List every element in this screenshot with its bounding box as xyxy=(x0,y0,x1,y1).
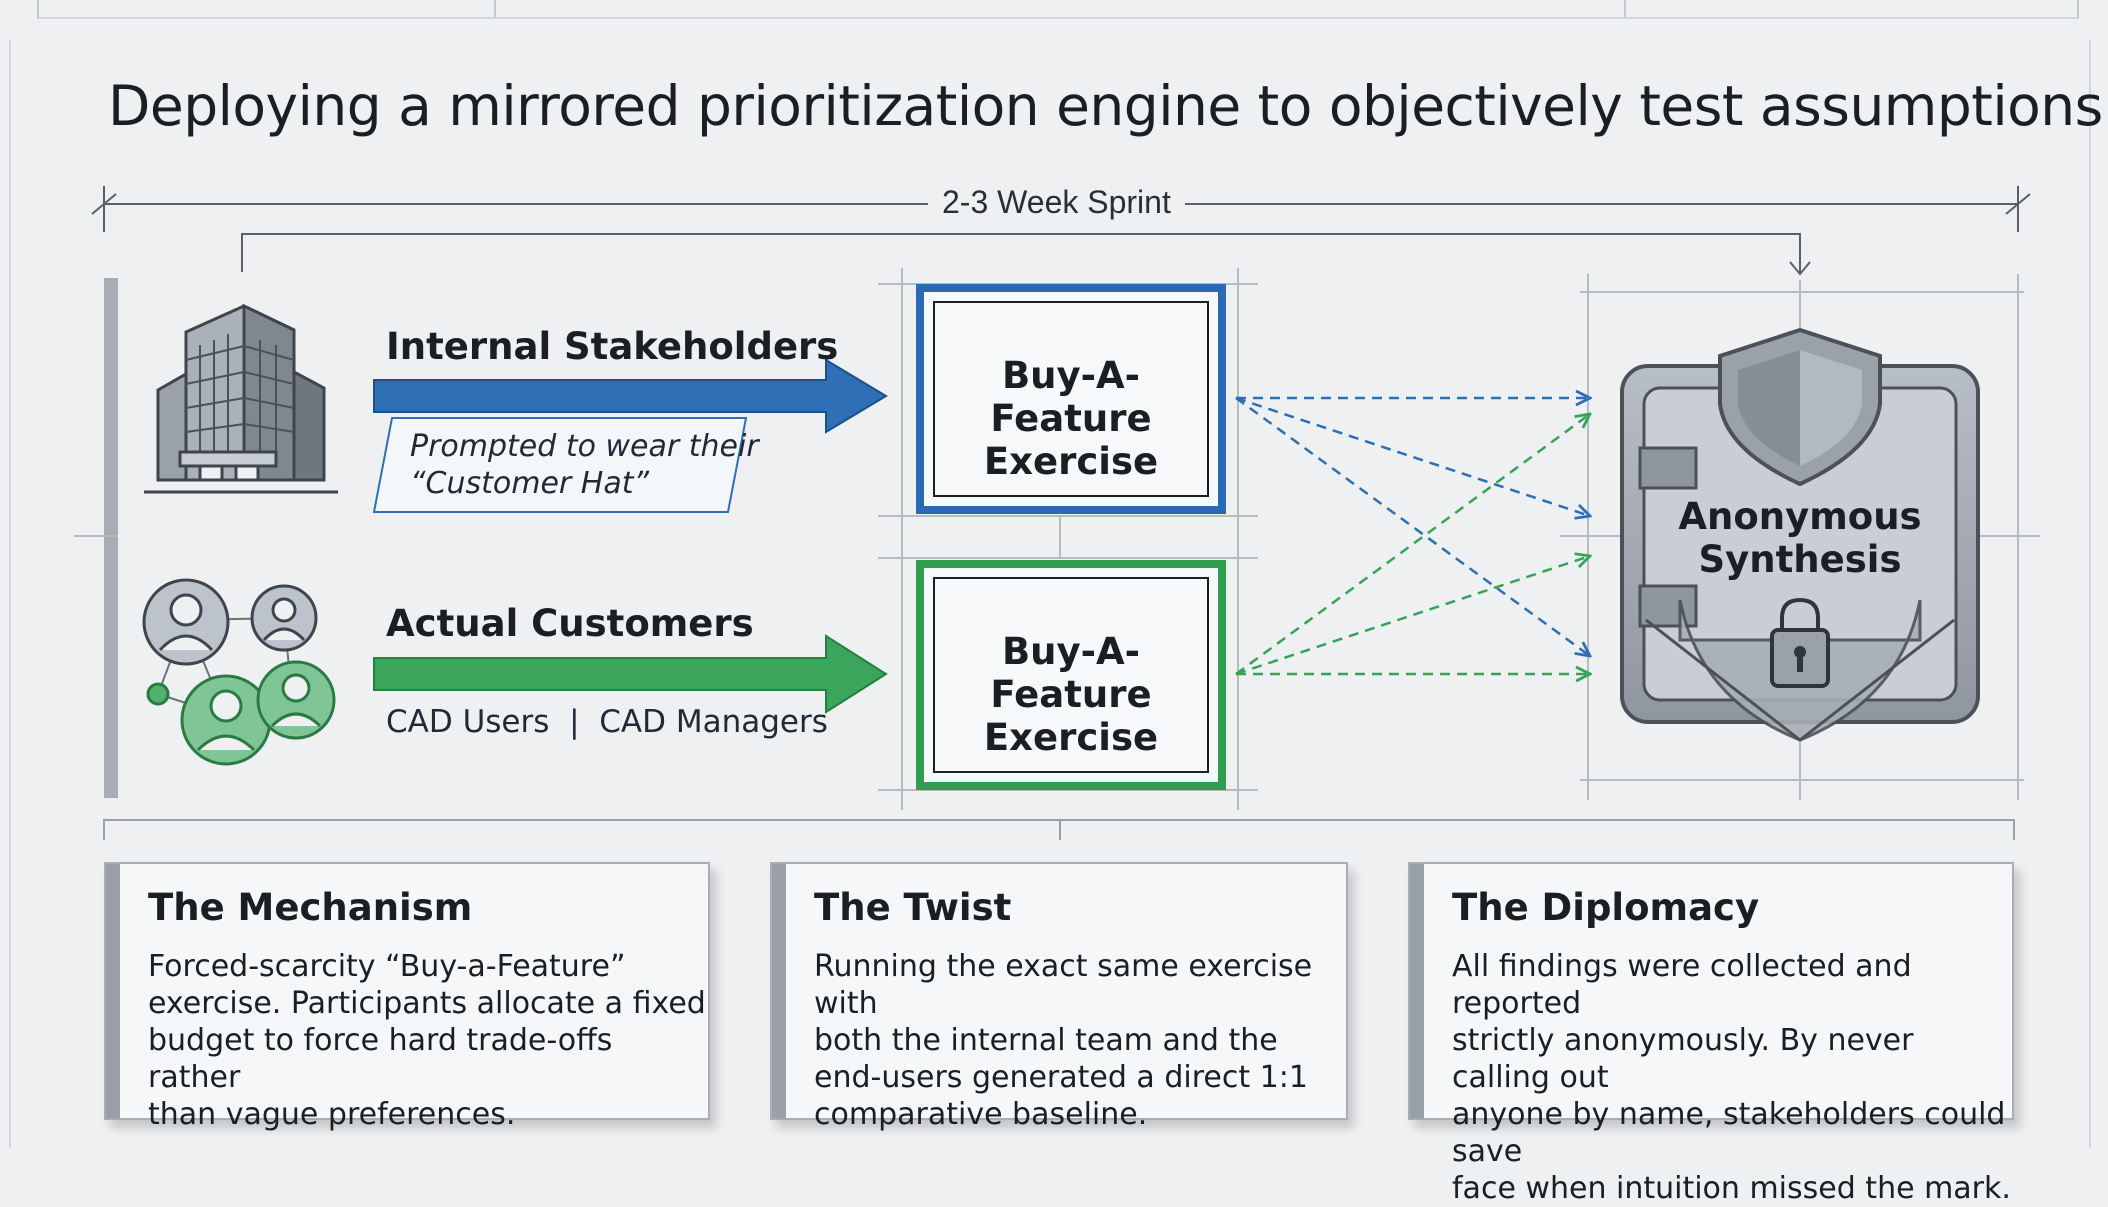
card-body: All findings were collected and reported… xyxy=(1452,948,2012,1207)
diagram-graphics xyxy=(9,0,2091,1148)
card-line: All findings were collected and reported xyxy=(1452,949,1912,1021)
internal-stakeholders-label: Internal Stakeholders xyxy=(386,325,839,368)
padlock-icon xyxy=(1770,597,1830,688)
card-accent-bar xyxy=(772,864,786,1118)
shield-vault-icon xyxy=(1620,327,1980,742)
vault-label-line: Synthesis xyxy=(1698,538,1902,581)
card-title: The Diplomacy xyxy=(1452,886,1760,929)
card-line: face when intuition missed the mark. xyxy=(1452,1171,2011,1206)
actual-customers-label: Actual Customers xyxy=(386,602,754,645)
card-line: Running the exact same exercise with xyxy=(814,949,1313,1021)
exercise-label-customers: Buy-A-Feature Exercise xyxy=(950,630,1192,759)
exercise-subtitle: Exercise xyxy=(983,716,1159,759)
card-title: The Twist xyxy=(814,886,1012,929)
exercise-box-customers xyxy=(916,560,1226,790)
hat-note-box xyxy=(372,417,748,513)
loop-connector xyxy=(241,233,1811,276)
internal-stakeholders-arrow xyxy=(373,358,888,434)
card-line: anyone by name, stakeholders could save xyxy=(1452,1097,2006,1169)
twist-card: The Twist Running the exact same exercis… xyxy=(770,862,1348,1132)
office-building-icon xyxy=(144,303,338,494)
card-body: Forced-scarcity “Buy-a-Feature” exercise… xyxy=(148,948,708,1133)
exercise-subtitle: Exercise xyxy=(983,440,1159,483)
card-line: than vague preferences. xyxy=(148,1097,516,1132)
card-line: exercise. Participants allocate a fixed xyxy=(148,986,706,1021)
customer-hat-note-line: Prompted to wear their xyxy=(410,429,759,464)
sprint-duration-label: 2-3 Week Sprint xyxy=(928,184,1185,221)
card-accent-bar xyxy=(106,864,120,1118)
exercise-title: Buy-A-Feature xyxy=(990,354,1152,440)
left-group-bracket xyxy=(104,278,118,798)
card-line: comparative baseline. xyxy=(814,1097,1148,1132)
anonymous-synthesis-label: Anonymous Synthesis xyxy=(1645,495,1955,581)
card-line: budget to force hard trade-offs rather xyxy=(148,1023,613,1095)
mechanism-card: The Mechanism Forced-scarcity “Buy-a-Fea… xyxy=(104,862,710,1132)
exercise-title: Buy-A-Feature xyxy=(990,630,1152,716)
customer-hat-note: Prompted to wear their “Customer Hat” xyxy=(410,428,759,502)
diplomacy-card: The Diplomacy All findings were collecte… xyxy=(1408,862,2014,1206)
customer-types-label: CAD Users | CAD Managers xyxy=(386,704,828,740)
card-body: Running the exact same exercise with bot… xyxy=(814,948,1346,1133)
card-line: both the internal team and the xyxy=(814,1023,1278,1058)
card-line: end-users generated a direct 1:1 xyxy=(814,1060,1308,1095)
people-network-icon xyxy=(142,578,336,766)
card-line: strictly anonymously. By never calling o… xyxy=(1452,1023,1914,1095)
card-title: The Mechanism xyxy=(148,886,473,929)
card-line: Forced-scarcity “Buy-a-Feature” xyxy=(148,949,626,984)
bottom-bracket xyxy=(103,819,2015,840)
exercise-box-internal xyxy=(916,284,1226,514)
vault-label-line: Anonymous xyxy=(1678,495,1922,538)
diagram-canvas: Deploying a mirrored prioritization engi… xyxy=(9,0,2103,1206)
green-dashed-flows xyxy=(1235,414,1590,674)
actual-customers-arrow xyxy=(373,634,888,714)
blueprint-frame xyxy=(9,0,2091,1148)
customer-hat-note-line: “Customer Hat” xyxy=(410,466,650,501)
blue-dashed-flows xyxy=(1235,398,1590,656)
page-title: Deploying a mirrored prioritization engi… xyxy=(108,74,2103,138)
card-accent-bar xyxy=(1410,864,1424,1118)
exercise-label-internal: Buy-A-Feature Exercise xyxy=(950,354,1192,483)
